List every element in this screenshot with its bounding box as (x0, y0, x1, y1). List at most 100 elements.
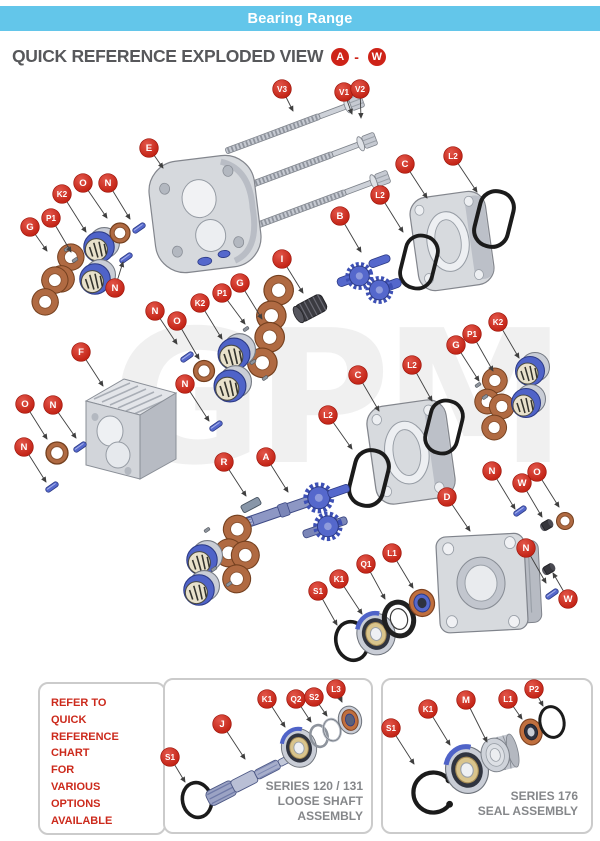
callout-c: C (395, 154, 428, 199)
svg-text:O: O (21, 399, 29, 410)
part-seal-o-right (555, 511, 575, 531)
svg-text:P1: P1 (217, 289, 227, 298)
page-title: QUICK REFERENCE EXPLODED VIEW (12, 46, 324, 66)
callout-p1: P1 (41, 208, 72, 253)
callout-w: W (512, 473, 543, 518)
svg-text:Q1: Q1 (361, 560, 372, 569)
brand-watermark: GPM (111, 290, 559, 506)
svg-text:K1: K1 (334, 575, 345, 584)
svg-text:W: W (517, 478, 527, 489)
part-pin-p1 (242, 325, 250, 333)
callout-o: O (527, 462, 560, 508)
callout-k1: K1 (329, 569, 363, 615)
callout-q1: Q1 (356, 554, 386, 600)
svg-text:O: O (173, 316, 181, 327)
inset1-title: SERIES 120 / 131 LOOSE SHAFT ASSEMBLY (265, 779, 363, 823)
svg-text:N: N (489, 466, 496, 477)
range-end-badge: W (367, 47, 386, 66)
part-pin-p1 (225, 580, 233, 588)
part-pin-p1 (261, 374, 269, 382)
svg-text:I: I (281, 254, 284, 265)
part-gear-set-b (336, 254, 402, 313)
callout-w: W (552, 572, 578, 609)
callout-e: E (139, 138, 164, 169)
callout-r: R (214, 452, 247, 497)
part-seal-q1 (381, 599, 417, 639)
note-line: REFERENCE (51, 730, 119, 743)
callout-v2: V2 (350, 79, 370, 119)
svg-text:F: F (78, 347, 84, 358)
callout-v3: V3 (272, 79, 294, 112)
svg-text:N: N (112, 283, 119, 294)
part-drive-shaft-a (237, 475, 350, 530)
svg-text:P1: P1 (46, 214, 56, 223)
part-oring-l2 (419, 395, 469, 459)
part-dowel-pin-n (72, 440, 88, 454)
part-gear-housing-c2 (363, 396, 459, 508)
part-seal-o-f (45, 441, 69, 465)
part-oring-l2 (468, 185, 520, 253)
part-dowel-pin-n (131, 221, 147, 235)
svg-text:L2: L2 (448, 152, 458, 161)
svg-text:O: O (533, 467, 541, 478)
callout-l2: L2 (443, 146, 478, 193)
callout-k2: K2 (488, 312, 520, 359)
callout-a: A (256, 447, 289, 493)
part-needle-bearings-k2-bottom (182, 539, 224, 607)
svg-text:V1: V1 (339, 88, 349, 97)
part-thrust-plates-g-left (27, 239, 89, 320)
svg-text:N: N (21, 442, 28, 453)
svg-text:G: G (452, 340, 459, 351)
part-dowel-pin-n (44, 480, 60, 494)
callout-c: C (348, 365, 380, 412)
svg-text:C: C (355, 370, 362, 381)
callout-k2: K2 (52, 184, 87, 233)
note-line: QUICK (51, 713, 87, 726)
part-pin-p1 (63, 245, 71, 253)
callout-p1: P1 (212, 283, 246, 325)
part-shaft-seal-l1 (408, 588, 436, 618)
part-dowel-pin-n (512, 504, 528, 518)
callout-b: B (330, 206, 362, 253)
svg-text:A: A (263, 452, 270, 463)
part-needle-bearings-k2-left (78, 226, 121, 296)
svg-text:W: W (563, 594, 573, 605)
note-line: AVAILABLE (51, 814, 113, 827)
part-retaining-ring-s1 (333, 619, 371, 663)
part-pin-p1 (71, 256, 79, 264)
callout-f: F (71, 342, 104, 387)
svg-text:L2: L2 (323, 411, 333, 420)
callout-v1: V1 (334, 82, 354, 115)
part-dowel-pin-n (208, 419, 224, 433)
part-key-r (240, 497, 262, 513)
inset2-title: SERIES 176 SEAL ASSEMBLY (477, 789, 578, 818)
svg-text:K2: K2 (57, 190, 68, 199)
svg-text:B: B (337, 211, 344, 222)
callout-k2: K2 (190, 293, 223, 340)
part-dowel-pin-n (118, 251, 134, 265)
part-idler-gear (302, 508, 348, 546)
svg-text:O: O (79, 178, 87, 189)
part-oring-l2 (394, 230, 444, 294)
part-front-flange-e (148, 154, 262, 274)
svg-text:R: R (221, 457, 228, 468)
callout-o: O (15, 394, 48, 440)
note-box: REFER TO QUICK REFERENCE CHART FOR VARIO… (38, 682, 166, 835)
callout-n: N (43, 395, 77, 439)
svg-text:N: N (523, 543, 530, 554)
svg-text:V3: V3 (277, 85, 287, 94)
callout-n: N (175, 374, 210, 422)
callout-n: N (105, 261, 125, 298)
callout-g: G (230, 273, 263, 320)
part-pin-p1 (481, 393, 489, 401)
range-start-badge: A (331, 47, 350, 66)
callout-l2: L2 (318, 405, 353, 450)
note-line: FOR (51, 764, 75, 777)
callout-p1: P1 (462, 324, 494, 372)
svg-text:N: N (152, 306, 159, 317)
svg-text:G: G (236, 278, 243, 289)
part-dowel-pin-n (544, 587, 560, 601)
part-pin-p1 (210, 565, 218, 573)
